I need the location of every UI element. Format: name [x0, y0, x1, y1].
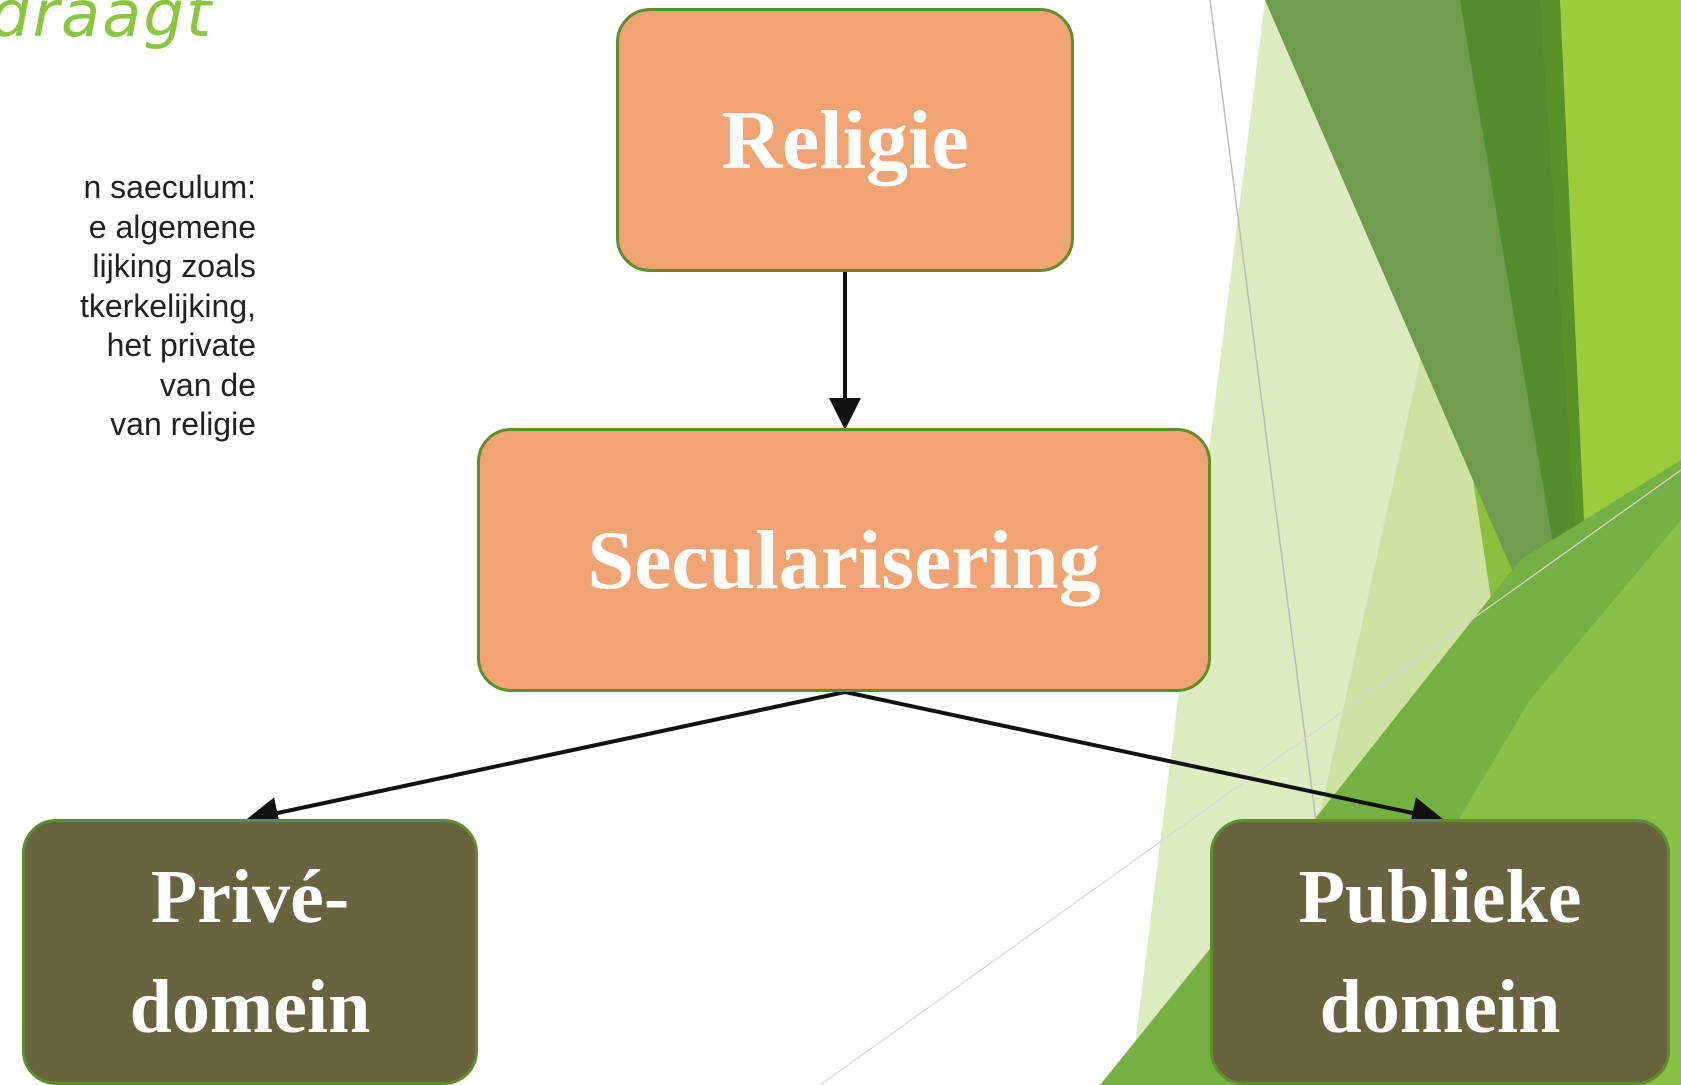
body-line: van de: [159, 366, 256, 403]
node-publiek-line2: domein: [1319, 965, 1561, 1049]
body-line: lijking zoals: [92, 248, 256, 284]
slide-title: draagt: [0, 0, 214, 52]
node-publieke-domein: Publieke domein: [1210, 819, 1670, 1085]
node-secularisering-label: Secularisering: [587, 513, 1101, 607]
node-religie-label: Religie: [721, 93, 969, 187]
body-line: van religie: [110, 406, 256, 442]
body-line: het private: [106, 327, 256, 363]
node-prive-line2: domein: [129, 965, 371, 1049]
node-secularisering: Secularisering: [477, 428, 1211, 692]
body-paragraph: n saeculum: e algemene lijking zoals tke…: [0, 168, 256, 445]
node-religie: Religie: [616, 8, 1074, 272]
node-publiek-line1: Publieke: [1298, 855, 1582, 939]
body-line: tkerkelijking,: [79, 287, 256, 324]
node-prive-domein: Privé- domein: [22, 819, 478, 1085]
body-line: e algemene: [88, 208, 256, 245]
body-line: n saeculum:: [83, 169, 256, 205]
node-prive-line1: Privé-: [150, 855, 350, 939]
